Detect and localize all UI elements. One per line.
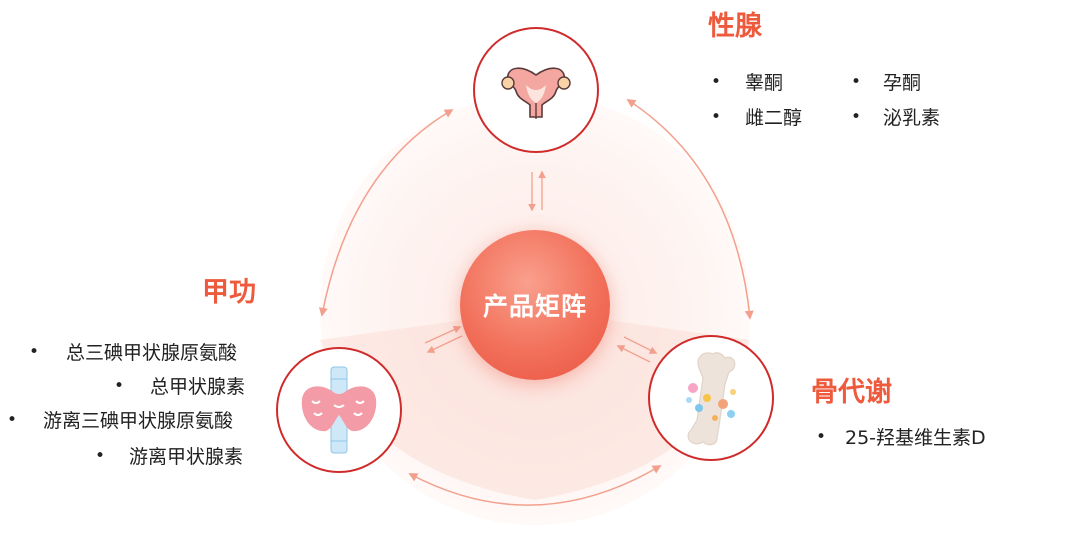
bullet-dot: •: [851, 72, 862, 92]
bullet-dot: •: [711, 107, 722, 127]
thyroid-node: [276, 347, 402, 473]
thyroid-item-2: 总甲状腺素: [150, 376, 246, 398]
bone-item-1: 25-羟基维生素D: [845, 427, 986, 449]
bullet-dot: •: [851, 107, 862, 127]
bone-node: [648, 335, 774, 461]
arrow-in-right-2: [616, 345, 651, 363]
arrow-in-left-1: [424, 326, 462, 344]
gonad-item-2: 孕酮: [883, 72, 922, 94]
bone-title: 骨代谢: [811, 377, 892, 408]
bullet-dot: •: [114, 376, 125, 396]
bullet-dot: •: [7, 410, 18, 430]
wedge-shape: [320, 310, 750, 500]
gonad-title: 性腺: [708, 11, 762, 42]
bullet-dot: •: [816, 427, 827, 447]
center-node: 产品矩阵: [460, 230, 610, 380]
gonad-item-1: 睾酮: [745, 72, 784, 94]
center-label: 产品矩阵: [482, 292, 587, 321]
arrow-gonad-thyroid: [318, 109, 454, 317]
gonad-item-4: 泌乳素: [883, 107, 941, 129]
uterus-icon: [501, 67, 571, 119]
arrow-thyroid-bone: [408, 465, 662, 506]
thyroid-item-4: 游离甲状腺素: [129, 446, 244, 468]
arrow-in-left-2: [426, 335, 463, 353]
bullet-dot: •: [29, 342, 40, 362]
thyroid-icon: [301, 366, 377, 454]
gonad-node: [473, 27, 599, 153]
thyroid-item-1: 总三碘甲状腺原氨酸: [66, 342, 238, 364]
bone-icon: [686, 352, 736, 446]
thyroid-title: 甲功: [202, 277, 256, 308]
arrow-in-right-1: [623, 336, 658, 354]
gonad-item-3: 雌二醇: [745, 107, 803, 129]
bullet-dot: •: [95, 446, 106, 466]
thyroid-item-3: 游离三碘甲状腺原氨酸: [43, 410, 234, 432]
bullet-dot: •: [711, 72, 722, 92]
arrow-gonad-bone: [626, 99, 754, 320]
